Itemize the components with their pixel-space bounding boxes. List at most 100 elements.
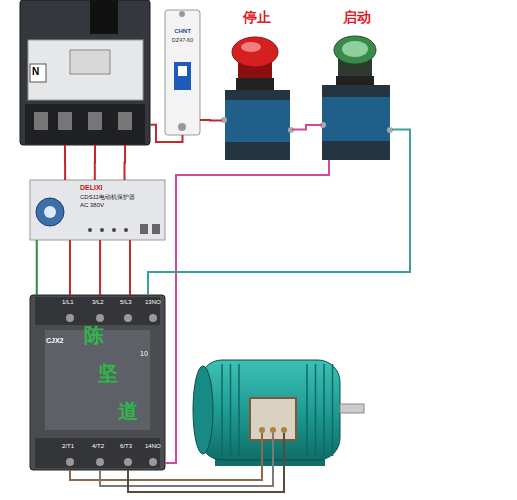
motor-protector bbox=[112, 228, 116, 232]
device-label: CJX2 bbox=[46, 337, 64, 345]
main-breaker bbox=[20, 0, 150, 145]
motor-protector bbox=[152, 224, 160, 234]
motor-protector bbox=[44, 206, 56, 218]
device-label: AC 380V bbox=[80, 202, 104, 209]
motor-protector bbox=[140, 224, 148, 234]
terminal-label: 6/T3 bbox=[120, 443, 132, 450]
start-button bbox=[334, 36, 376, 64]
contactor bbox=[66, 314, 74, 322]
stop-button: 停止 bbox=[222, 8, 292, 160]
contactor bbox=[149, 314, 157, 322]
motor-protector bbox=[30, 180, 165, 240]
main-breaker bbox=[20, 0, 150, 145]
cooling-fin bbox=[238, 364, 240, 456]
contactor bbox=[124, 314, 132, 322]
main-breaker bbox=[25, 104, 145, 144]
stop-button bbox=[232, 37, 278, 67]
contactor bbox=[96, 314, 104, 322]
motor-protector bbox=[88, 228, 92, 232]
small-breaker bbox=[178, 123, 186, 131]
small-breaker bbox=[178, 66, 187, 76]
watermark: 坚 bbox=[98, 362, 118, 384]
contactor bbox=[96, 458, 104, 466]
wire bbox=[292, 125, 322, 130]
stop-button bbox=[225, 100, 290, 142]
watermark: 道 bbox=[118, 400, 138, 422]
stop-button bbox=[241, 42, 261, 52]
wire bbox=[165, 160, 329, 463]
watermark: 陈 bbox=[84, 324, 104, 346]
cooling-fin bbox=[230, 364, 232, 456]
motor-wires bbox=[70, 433, 262, 480]
small-breaker bbox=[165, 10, 200, 135]
contactor bbox=[30, 295, 165, 470]
terminal-label: 14NO bbox=[145, 443, 161, 450]
wire bbox=[200, 119, 222, 121]
wire bbox=[36, 240, 38, 295]
motor bbox=[222, 364, 333, 456]
main-breaker bbox=[34, 112, 48, 130]
start-button bbox=[336, 76, 374, 86]
start-button bbox=[320, 36, 393, 160]
wire bbox=[64, 145, 66, 180]
wire bbox=[129, 240, 131, 295]
main-breaker bbox=[30, 64, 46, 82]
small-breaker bbox=[165, 10, 200, 135]
terminal-label: 5/L3 bbox=[120, 299, 132, 306]
motor-wires bbox=[100, 433, 273, 486]
contactor bbox=[35, 438, 160, 468]
small-breaker bbox=[179, 11, 185, 17]
terminal-label: 2/T1 bbox=[62, 443, 74, 450]
wire bbox=[150, 125, 183, 142]
wire bbox=[124, 145, 127, 180]
motor-protector: DELIXICDS11电动机保护器AC 380V bbox=[30, 180, 165, 240]
device-label: CHNT bbox=[174, 28, 191, 35]
start-button bbox=[322, 85, 390, 160]
contactor bbox=[30, 295, 165, 470]
motor-protector bbox=[124, 228, 128, 232]
main-breaker bbox=[88, 112, 102, 130]
start-button: 启动 bbox=[322, 8, 392, 160]
cooling-fin bbox=[332, 364, 334, 456]
terminal-label: 1/L1 bbox=[62, 299, 74, 306]
device-label: DELIXI bbox=[80, 184, 103, 192]
start-button bbox=[322, 97, 390, 141]
cooling-fin bbox=[323, 364, 325, 456]
motor bbox=[281, 427, 287, 433]
contact-number: 10 bbox=[140, 350, 148, 358]
motor bbox=[259, 427, 265, 433]
main-breaker: N bbox=[20, 0, 150, 145]
device-label: N bbox=[32, 66, 39, 77]
motor bbox=[270, 427, 276, 433]
contactor bbox=[66, 458, 74, 466]
motor bbox=[193, 360, 364, 466]
terminal-label: 13NO bbox=[145, 299, 161, 306]
motor-protector bbox=[30, 180, 165, 240]
motor-wires bbox=[128, 433, 284, 492]
motor-protector bbox=[36, 198, 64, 226]
wire bbox=[99, 240, 101, 295]
stop-button bbox=[236, 78, 274, 90]
contactor bbox=[124, 458, 132, 466]
cooling-fin bbox=[221, 364, 223, 456]
main-breaker bbox=[118, 112, 132, 130]
main-breaker bbox=[70, 50, 110, 74]
wire bbox=[94, 145, 96, 180]
cooling-fin bbox=[306, 364, 308, 456]
motor bbox=[193, 366, 213, 454]
small-breaker bbox=[174, 62, 191, 90]
terminal-label: 4/T2 bbox=[92, 443, 104, 450]
motor-protector bbox=[100, 228, 104, 232]
terminal-label: 3/L2 bbox=[92, 299, 104, 306]
device-label: DZ47-60 bbox=[172, 37, 193, 43]
small-breaker: CHNT DZ47-60 bbox=[165, 10, 200, 135]
main-breaker bbox=[28, 40, 143, 100]
wire bbox=[69, 240, 71, 295]
motor bbox=[200, 360, 340, 460]
cooling-fin bbox=[315, 364, 317, 456]
motor bbox=[340, 404, 364, 413]
contactor bbox=[149, 458, 157, 466]
stop-button bbox=[225, 90, 290, 160]
